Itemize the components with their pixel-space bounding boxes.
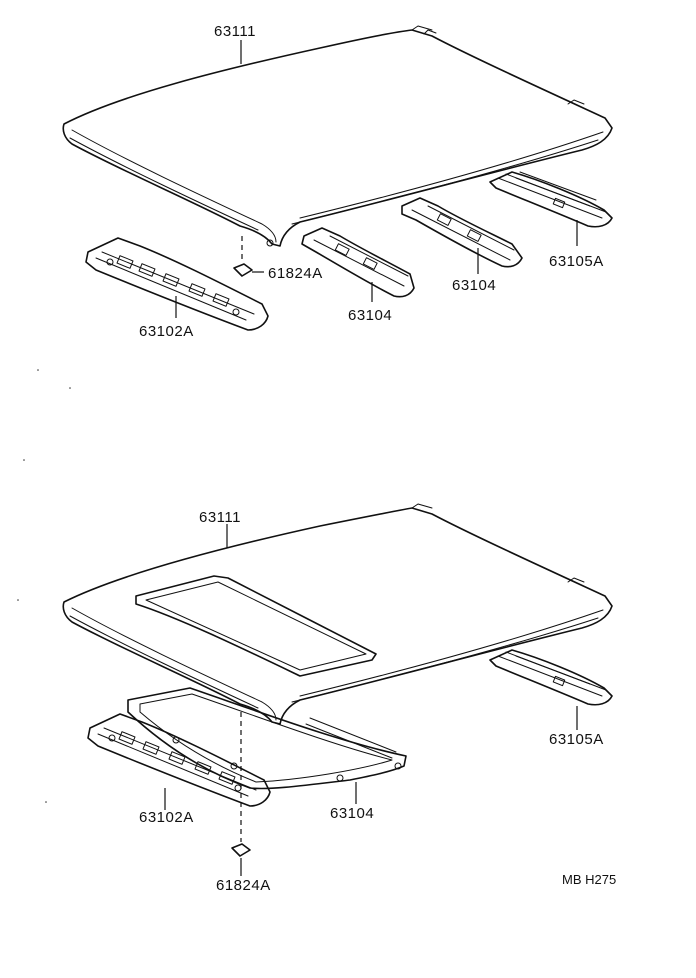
rear-header-upper [489, 171, 613, 228]
scan-speck [45, 801, 47, 803]
label-roof-panel-upper: 63111 [214, 23, 256, 40]
scan-speck [69, 387, 71, 389]
figure-code: MB H275 [562, 872, 616, 887]
scan-speck [23, 459, 25, 461]
scan-speck [37, 369, 39, 371]
rear-header-lower [489, 649, 613, 706]
label-sunroof-reinforcement: 63104 [330, 805, 374, 822]
clip-lower [231, 712, 251, 857]
front-header-lower [87, 713, 271, 807]
label-rear-header-upper: 63105A [549, 253, 604, 270]
sunroof-reinforcement [127, 687, 407, 790]
label-front-header-upper: 63102A [139, 323, 194, 340]
label-rear-header-lower: 63105A [549, 731, 604, 748]
label-bow-2: 63104 [452, 277, 496, 294]
roof-bow-2 [401, 197, 523, 268]
lower-assembly: 63111 63102A 63104 63105A 61824A MB H275 [62, 503, 616, 894]
label-clip-upper: 61824A [268, 265, 323, 282]
roof-panel-lower [62, 503, 613, 725]
label-front-header-lower: 63102A [139, 809, 194, 826]
roof-bow-1 [301, 227, 415, 298]
front-header-upper [85, 237, 269, 331]
sunroof-opening [135, 575, 377, 677]
label-roof-panel-lower: 63111 [199, 509, 241, 526]
roof-panel-upper [62, 25, 613, 247]
label-clip-lower: 61824A [216, 877, 271, 894]
label-bow-1: 63104 [348, 307, 392, 324]
scan-speck [17, 599, 19, 601]
clip-upper [233, 236, 253, 277]
upper-assembly: 63111 61824A 63102A 63104 63104 63105A [62, 23, 613, 340]
